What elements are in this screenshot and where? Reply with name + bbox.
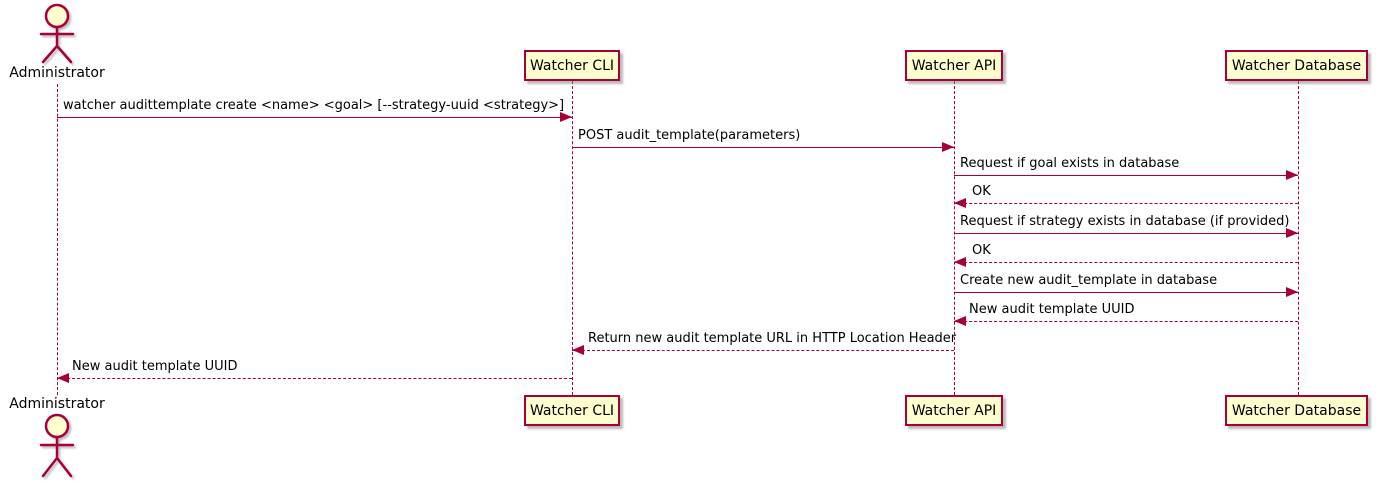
arrowhead-left-icon xyxy=(572,345,584,355)
participant-label: Watcher API xyxy=(911,402,997,419)
actor-icon xyxy=(37,412,77,483)
arrowhead-left-icon xyxy=(954,257,966,267)
lifeline-watcher-database xyxy=(1298,81,1299,395)
message-line xyxy=(572,147,954,148)
message-line xyxy=(57,117,572,118)
arrowhead-left-icon xyxy=(954,316,966,326)
actor-label-top: Administrator xyxy=(9,65,105,81)
actor-icon xyxy=(37,2,77,68)
lifeline-watcher-api xyxy=(954,81,955,395)
message-5-label: Request if strategy exists in database (… xyxy=(960,214,1290,229)
message-line xyxy=(572,350,954,351)
participant-watcher-cli-top: Watcher CLI xyxy=(524,50,620,81)
message-8-label: New audit template UUID xyxy=(969,302,1135,317)
participant-label: Watcher Database xyxy=(1231,57,1362,74)
arrowhead-right-icon xyxy=(1286,287,1298,297)
participant-watcher-api-bottom: Watcher API xyxy=(905,395,1003,426)
participant-watcher-database-bottom: Watcher Database xyxy=(1225,395,1368,426)
message-1-label: watcher audittemplate create <name> <goa… xyxy=(63,98,565,113)
arrowhead-right-icon xyxy=(560,112,572,122)
participant-label: Watcher Database xyxy=(1231,402,1362,419)
message-line xyxy=(57,378,572,379)
message-line xyxy=(954,292,1298,293)
message-4-label: OK xyxy=(972,184,991,199)
message-7-label: Create new audit_template in database xyxy=(960,273,1218,288)
message-6-label: OK xyxy=(972,243,991,258)
lifeline-watcher-cli xyxy=(572,81,573,395)
arrowhead-right-icon xyxy=(942,142,954,152)
message-line xyxy=(954,233,1298,234)
message-line xyxy=(954,321,1298,322)
message-line xyxy=(954,175,1298,176)
message-10-label: New audit template UUID xyxy=(72,359,238,374)
arrowhead-right-icon xyxy=(1286,170,1298,180)
message-line xyxy=(954,203,1298,204)
actor-label-bottom: Administrator xyxy=(9,396,105,412)
participant-label: Watcher CLI xyxy=(529,57,615,74)
arrowhead-left-icon xyxy=(57,373,69,383)
arrowhead-left-icon xyxy=(954,198,966,208)
participant-watcher-api-top: Watcher API xyxy=(905,50,1003,81)
arrowhead-right-icon xyxy=(1286,228,1298,238)
message-3-label: Request if goal exists in database xyxy=(960,156,1180,171)
participant-watcher-cli-bottom: Watcher CLI xyxy=(524,395,620,426)
message-9-label: Return new audit template URL in HTTP Lo… xyxy=(588,331,957,346)
lifeline-administrator xyxy=(57,84,58,395)
participant-label: Watcher API xyxy=(911,57,997,74)
message-2-label: POST audit_template(parameters) xyxy=(578,128,801,143)
message-line xyxy=(954,262,1298,263)
participant-watcher-database-top: Watcher Database xyxy=(1225,50,1368,81)
participant-label: Watcher CLI xyxy=(529,402,615,419)
